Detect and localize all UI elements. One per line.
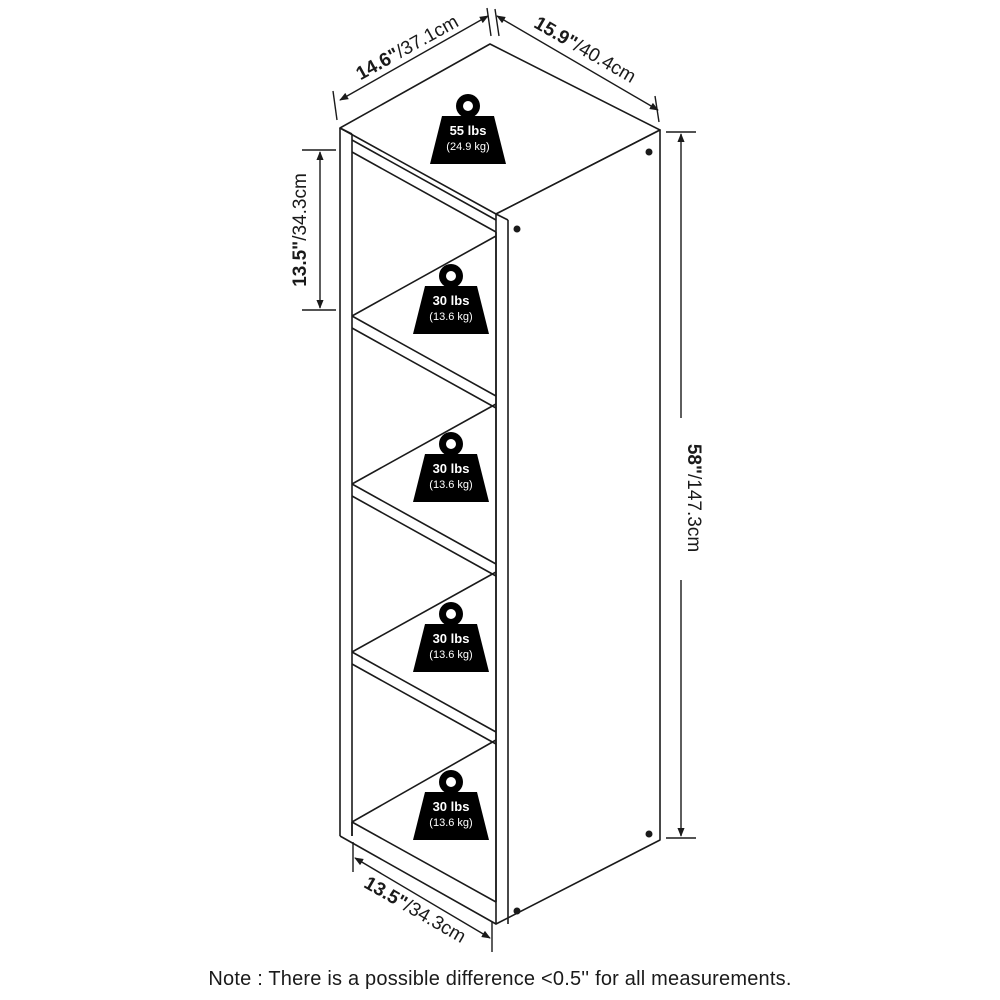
weight-label-kg: (13.6 kg) (429, 479, 472, 491)
weight-icon-shelf: 30 lbs (13.6 kg) (413, 432, 489, 502)
dim-bottom-depth: 13.5"/34.3cm (360, 873, 469, 948)
weight-label-kg: (13.6 kg) (429, 817, 472, 829)
shelf (351, 235, 497, 409)
dim-cube-height: 13.5"/34.3cm (290, 173, 311, 287)
weight-label-kg: (13.6 kg) (429, 649, 472, 661)
weight-icon-shelf: 30 lbs (13.6 kg) (413, 602, 489, 672)
shelf (351, 739, 497, 823)
bookcase-side-panel (495, 129, 661, 925)
weight-label-kg: (24.9 kg) (446, 141, 489, 153)
weight-icon-shelf: 30 lbs (13.6 kg) (413, 770, 489, 840)
bookcase-outline (339, 43, 661, 925)
weight-label-lbs: 30 lbs (433, 293, 470, 308)
dimension-lines (302, 7, 696, 952)
weight-label-lbs: 30 lbs (433, 799, 470, 814)
weight-label-lbs: 30 lbs (433, 631, 470, 646)
weight-label-lbs: 55 lbs (450, 123, 487, 138)
weight-label-kg: (13.6 kg) (429, 311, 472, 323)
shelf (351, 403, 497, 577)
weight-icon-shelf: 30 lbs (13.6 kg) (413, 264, 489, 334)
weight-label-lbs: 30 lbs (433, 461, 470, 476)
dim-total-height: 58"/147.3cm (683, 444, 704, 552)
shelf (351, 571, 497, 745)
measurement-note: Note : There is a possible difference <0… (208, 968, 792, 990)
screw-dots (513, 148, 653, 915)
